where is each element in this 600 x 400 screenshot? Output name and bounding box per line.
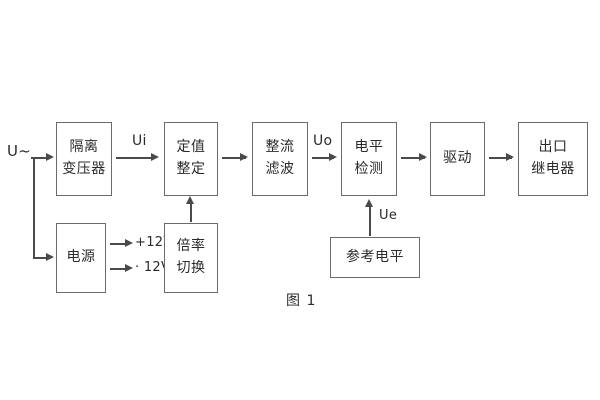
label-rail-positive: +12V: [135, 235, 173, 250]
block-isolation-transformer-line1: 隔离: [69, 139, 99, 156]
arrow-into-power-supply: [46, 253, 54, 261]
line-multiplier-to-setting: [190, 200, 192, 222]
block-rectifier-filter-line1: 整流: [265, 139, 295, 156]
line-rail-negative: [110, 268, 128, 270]
block-setting-value[interactable]: 定值 整定: [164, 122, 218, 196]
line-isolation-to-setting: [116, 157, 154, 159]
block-multiplier-switch[interactable]: 倍率 切换: [164, 223, 218, 293]
block-setting-value-line2: 整定: [176, 161, 206, 177]
signal-label-uo: Uo: [313, 133, 333, 149]
block-output-relay-line1: 出口: [538, 139, 568, 156]
block-setting-value-line1: 定值: [176, 139, 206, 156]
line-level-detection-to-driver: [401, 157, 425, 159]
line-rail-positive: [110, 243, 128, 245]
block-isolation-transformer[interactable]: 隔离 变压器: [56, 122, 112, 196]
arrow-rail-positive: [125, 239, 133, 247]
signal-label-ue: Ue: [379, 208, 398, 223]
block-isolation-transformer-line2: 变压器: [62, 161, 106, 177]
block-driver[interactable]: 驱动: [430, 122, 485, 196]
line-reference-to-level-detection: [369, 204, 371, 236]
figure-caption: 图 1: [286, 293, 317, 309]
block-reference-level[interactable]: 参考电平: [330, 237, 420, 278]
block-driver-line1: 驱动: [443, 150, 472, 167]
line-setting-to-rectifier: [222, 157, 246, 159]
block-output-relay[interactable]: 出口 继电器: [518, 122, 588, 196]
signal-label-ui: Ui: [132, 133, 147, 149]
arrow-into-setting-value: [151, 153, 159, 161]
block-rectifier-filter[interactable]: 整流 滤波: [252, 122, 308, 196]
arrow-into-driver: [419, 153, 427, 161]
block-level-detection-line1: 电平: [354, 139, 384, 156]
block-level-detection[interactable]: 电平 检测: [341, 122, 397, 196]
input-bus-vertical-line: [33, 157, 35, 259]
block-power-supply[interactable]: 电源: [56, 223, 106, 293]
branch-line-to-isolation-transformer: [33, 157, 49, 159]
block-multiplier-switch-line2: 切换: [176, 260, 206, 276]
arrow-into-output-relay: [506, 153, 514, 161]
block-output-relay-line2: 继电器: [531, 161, 575, 177]
arrow-into-isolation-transformer: [46, 153, 54, 161]
block-rectifier-filter-line2: 滤波: [265, 161, 295, 177]
arrow-into-setting-value-from-multiplier: [186, 196, 194, 204]
input-signal-label: U~: [7, 142, 32, 160]
arrow-rail-negative: [125, 264, 133, 272]
block-multiplier-switch-line1: 倍率: [176, 238, 206, 255]
line-rectifier-to-level-detection: [312, 157, 334, 159]
block-level-detection-line2: 检测: [354, 161, 384, 177]
label-rail-negative: · 12V: [135, 260, 171, 275]
arrow-into-rectifier-filter: [240, 153, 248, 161]
block-power-supply-line1: 电源: [66, 249, 96, 266]
block-reference-level-line1: 参考电平: [346, 248, 404, 265]
line-driver-to-output-relay: [489, 157, 512, 159]
arrow-into-level-detection-from-reference: [365, 199, 373, 207]
branch-line-to-power-supply: [33, 257, 49, 259]
arrow-into-level-detection: [329, 153, 337, 161]
